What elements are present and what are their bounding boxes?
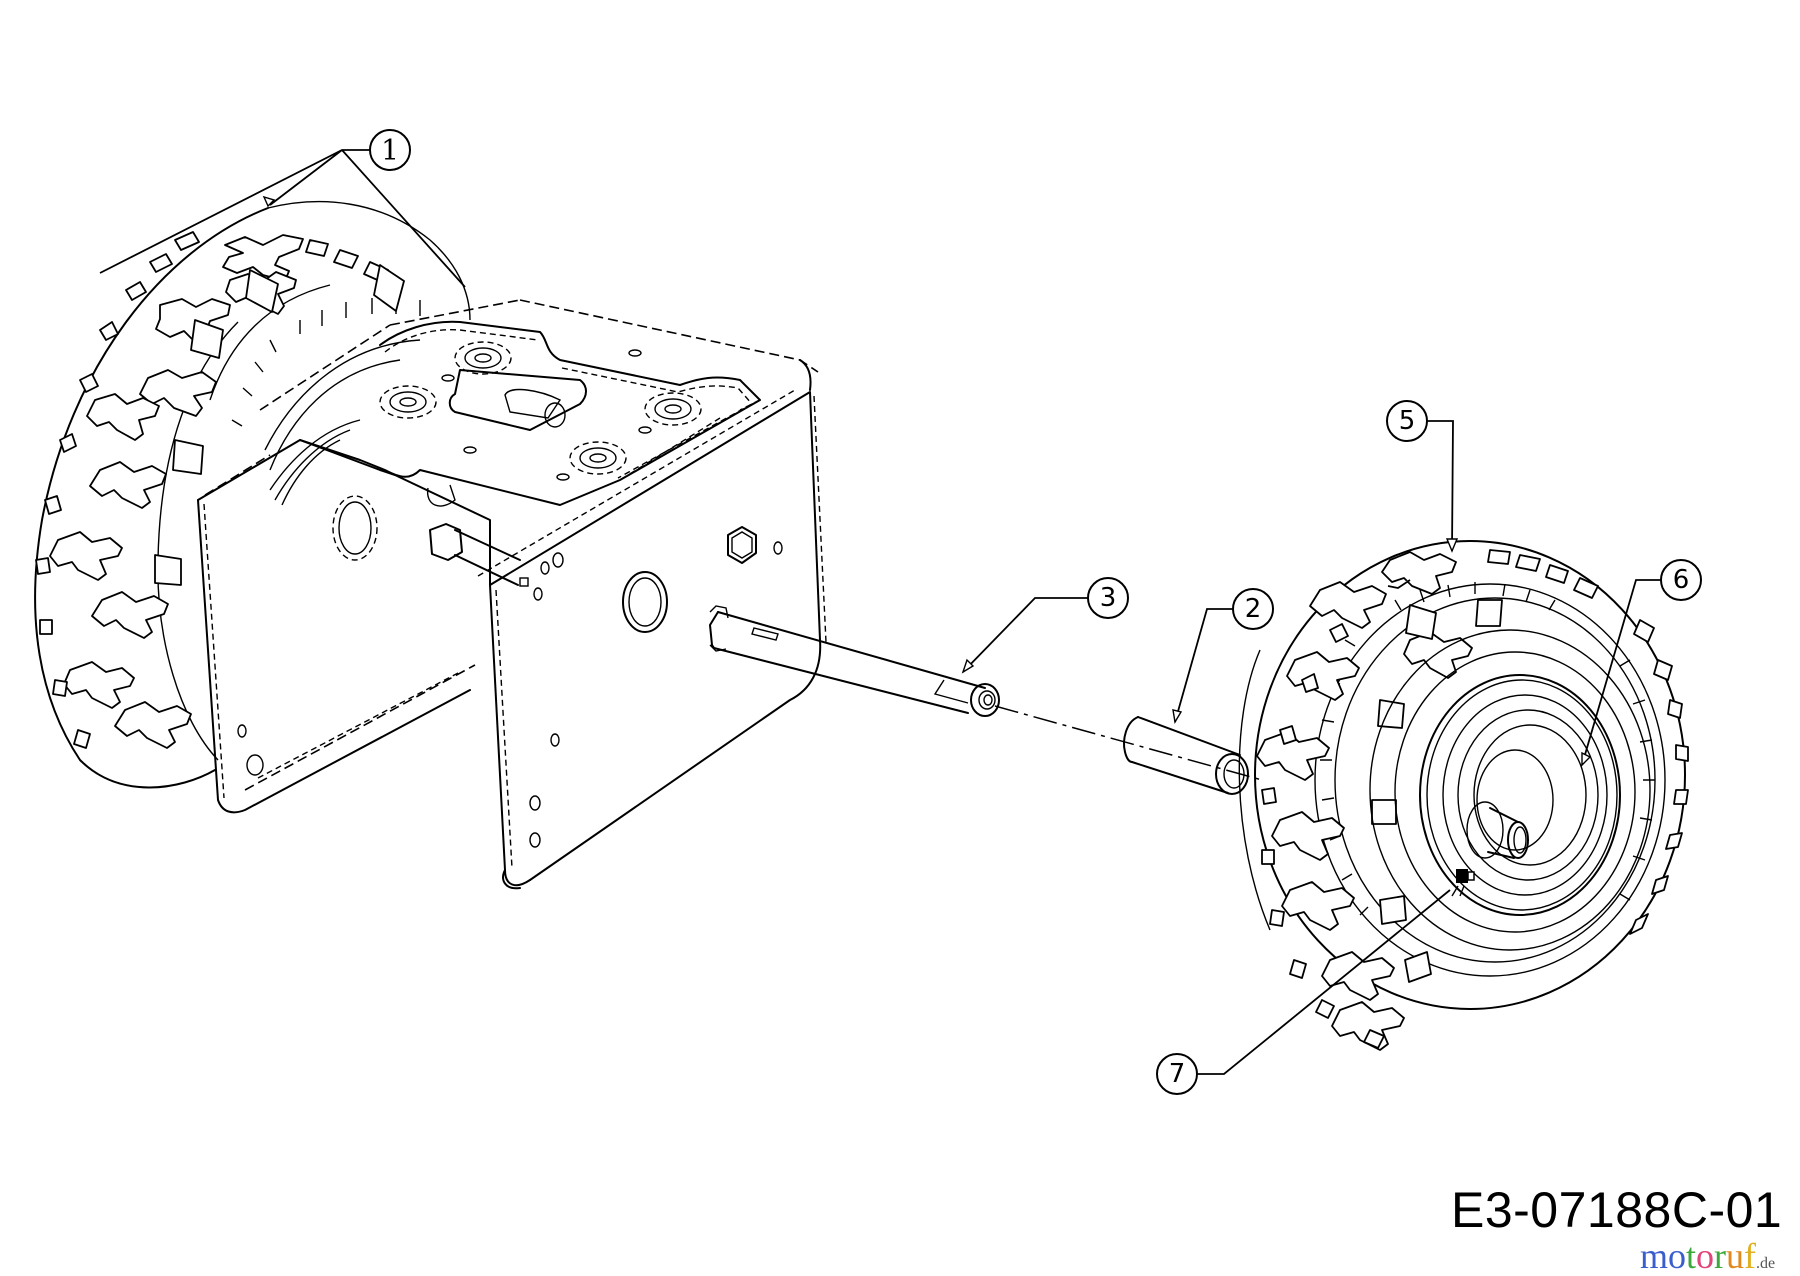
callout-2-number: 2	[1245, 594, 1262, 624]
left-wheel-sidewall-notches	[231, 296, 421, 427]
callout-2[interactable]: 2	[1172, 588, 1274, 724]
right-wheel-left-edge-blocks	[1261, 623, 1385, 1049]
wheel-hub	[1466, 801, 1529, 859]
callout-7[interactable]: 7	[1156, 889, 1451, 1095]
callout-1[interactable]: 1	[99, 129, 466, 288]
callout-3[interactable]: 3	[961, 577, 1129, 674]
right-wheel-tread-lugs	[1256, 551, 1473, 1051]
axis-centerline	[994, 705, 1263, 781]
right-wheel-rim	[1369, 629, 1651, 951]
watermark-text: motoruf	[1640, 1236, 1757, 1276]
valve-stem	[1451, 869, 1475, 897]
callout-6[interactable]: 6	[1581, 559, 1702, 767]
callout-3-number: 3	[1100, 583, 1117, 613]
left-wheel-edge-blocks	[35, 231, 389, 749]
left-wheel-tire	[34, 200, 471, 789]
frame-bolt-bosses	[379, 341, 702, 475]
frame-top-holes	[441, 349, 652, 481]
watermark-tld: .de	[1756, 1255, 1776, 1272]
left-wheel-tread-lugs	[49, 234, 304, 749]
frame-housing	[197, 299, 827, 890]
drawing-code: E3-07188C-01	[1451, 1182, 1783, 1238]
spacer-sleeve	[1123, 716, 1249, 795]
frame-panel-holes	[237, 541, 783, 848]
callout-1-number: 1	[381, 134, 399, 167]
callout-5-number: 5	[1399, 406, 1416, 436]
right-wheel-tire	[1238, 540, 1689, 1051]
right-wheel-sidewall-notches	[1320, 582, 1655, 916]
callout-5[interactable]: 5	[1386, 400, 1459, 553]
watermark-logo: motoruf.de	[1640, 1238, 1775, 1274]
right-wheel-buttresses	[1371, 599, 1503, 983]
axle-shaft	[709, 605, 1000, 717]
right-wheel-edge-blocks	[1487, 549, 1689, 935]
callout-6-number: 6	[1673, 565, 1690, 595]
left-wheel-buttresses	[154, 264, 405, 586]
callout-7-number: 7	[1169, 1059, 1186, 1089]
